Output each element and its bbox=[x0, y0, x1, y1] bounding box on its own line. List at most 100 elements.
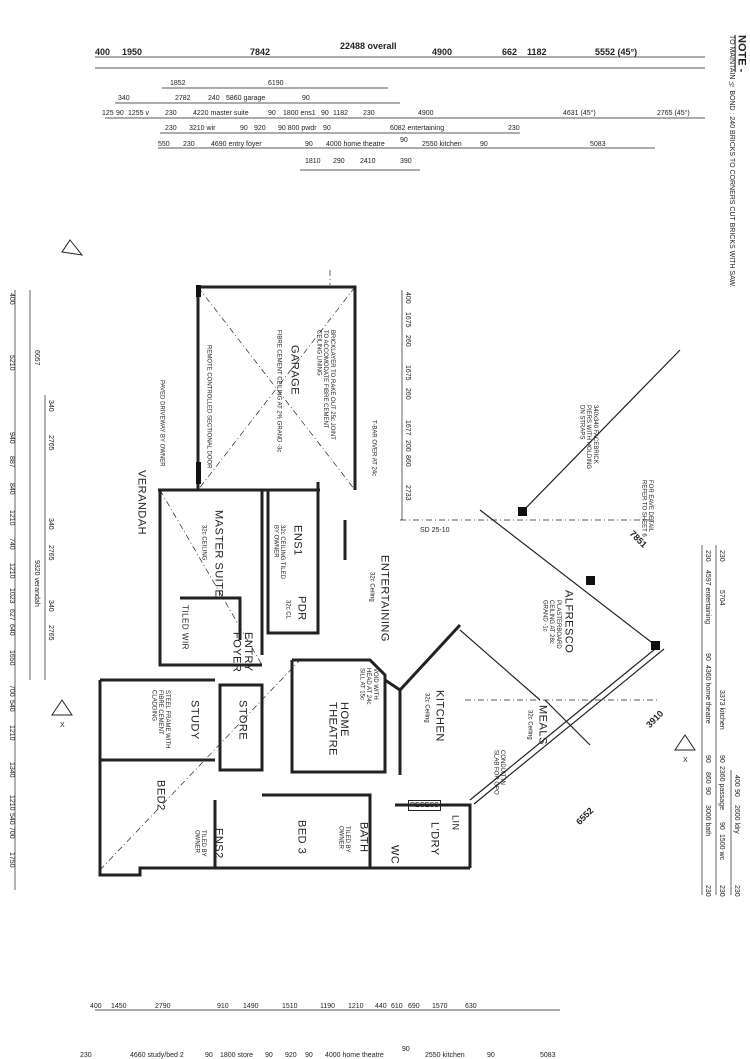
room-garage-note: FIBRE CEMENT CEILING AT 2% GRAND -3c bbox=[275, 330, 282, 453]
dimension-label: 230 bbox=[363, 110, 375, 117]
dimension-label: 290 bbox=[333, 158, 345, 165]
dimension-label: 400 bbox=[733, 775, 740, 787]
dimension-label: 90 bbox=[302, 95, 310, 102]
dimension-label: 3000 bath bbox=[704, 805, 711, 837]
dimension-label: 90 bbox=[116, 110, 124, 117]
dimension-label: 230 bbox=[718, 885, 725, 897]
note-title: NOTE - bbox=[735, 35, 748, 73]
pier bbox=[196, 285, 201, 297]
dimension-label: 1677 bbox=[404, 420, 411, 436]
dimension-label: 4690 entry foyer bbox=[211, 141, 262, 148]
dimension-label: 1255 v bbox=[128, 110, 150, 117]
dimension-label: 90 bbox=[305, 1052, 313, 1059]
room-meals-note: 32c Ceiling bbox=[526, 710, 533, 740]
section-markers bbox=[51, 239, 696, 751]
pier bbox=[518, 507, 527, 516]
dimension-label: 2360 passage bbox=[718, 766, 725, 810]
dimension-label: 910 bbox=[217, 1003, 229, 1010]
piers bbox=[196, 285, 660, 650]
dimension-label: 90 800 pwdr bbox=[278, 125, 317, 132]
room-pdr: PDR bbox=[295, 596, 308, 621]
dimension-label: 540 bbox=[8, 700, 15, 712]
room-master-suite: MASTER SUITE bbox=[212, 510, 225, 598]
dimension-label: 1210 bbox=[8, 795, 15, 811]
dimension-label: 1210 bbox=[348, 1003, 364, 1010]
eave-detail-note: FOR EAVE DETAIL REFER TO SHEET 6 bbox=[640, 480, 654, 537]
dimension-label: 390 bbox=[400, 158, 412, 165]
dimension-label: 1210 bbox=[8, 563, 15, 579]
dimension-label: 5210 bbox=[8, 355, 15, 371]
dimension-label: 700 bbox=[8, 827, 15, 839]
dimension-label: 1650 bbox=[8, 650, 15, 666]
dimension-label: 1490 bbox=[243, 1003, 259, 1010]
sliding-door-note: SD 25-10 bbox=[420, 527, 450, 534]
north-arrow-icon bbox=[61, 239, 84, 256]
dimension-label: 1023 bbox=[8, 588, 15, 604]
dimension-label: 90 bbox=[265, 1052, 273, 1059]
room-kitchen: KITCHEN bbox=[433, 690, 446, 742]
steel-frame-note: STEEL FRAME WITH FIBRE CEMENT CLADDING bbox=[150, 690, 170, 749]
dimension-label: 2765 bbox=[47, 545, 54, 561]
room-bath-note: TILED BY OWNER bbox=[337, 826, 351, 853]
dimension-label: 2765 (45°) bbox=[657, 110, 690, 117]
dimension-label: 230 bbox=[80, 1052, 92, 1059]
dimension-label: 940 bbox=[8, 432, 15, 444]
dimension-label: 340 bbox=[47, 518, 54, 530]
note-text: TO MAINTAIN ½ BOND : 240 BRICKS TO CORNE… bbox=[728, 35, 735, 288]
dimension-label: 4220 master suite bbox=[193, 110, 249, 117]
dimension-label: 920 bbox=[285, 1052, 297, 1059]
dimension-label: 90 bbox=[400, 137, 408, 144]
dimension-label: 90 bbox=[321, 110, 329, 117]
room-ens2-note: TILED BY OWNER bbox=[193, 830, 207, 857]
pier bbox=[196, 462, 201, 484]
dimension-label: 90 bbox=[205, 1052, 213, 1059]
dimension-label: 4660 study/bed 2 bbox=[130, 1052, 184, 1059]
room-bed3: BED 3 bbox=[295, 820, 308, 855]
dimension-label: 5083 bbox=[540, 1052, 556, 1059]
recess-label: RECESS bbox=[408, 800, 441, 811]
top-dimension-lines bbox=[14, 56, 732, 1011]
dimension-label: 1950 bbox=[122, 47, 143, 57]
dimension-label: 230 bbox=[704, 885, 711, 897]
dimension-label: 90 bbox=[718, 822, 725, 830]
bricklayer-note: BRICKLAYER TO RAKE OUT 25c JOINT TO ACCO… bbox=[315, 330, 335, 440]
dimension-label: 9320 verandah bbox=[33, 560, 40, 607]
room-store: STORE bbox=[236, 700, 249, 741]
dimension-label: 230 bbox=[165, 110, 177, 117]
dimension-label: 90 bbox=[240, 125, 248, 132]
room-ens1: ENS1 bbox=[291, 525, 304, 556]
room-home-theatre: HOME THEATRE bbox=[326, 702, 351, 757]
pier bbox=[586, 576, 595, 585]
section-marker-label: X bbox=[683, 757, 688, 764]
garage-door-note: REMOTE CONTROLLED SECTIONAL DOOR bbox=[205, 345, 212, 469]
dimension-label: 2782 bbox=[175, 95, 191, 102]
dimension-label: 90 bbox=[305, 141, 313, 148]
section-marker-icon bbox=[674, 734, 696, 751]
dimension-label: 125 bbox=[102, 110, 114, 117]
dimension-label: 230 bbox=[733, 885, 740, 897]
overall-dimension: 22488 overall bbox=[340, 41, 397, 51]
dimension-label: 4900 bbox=[432, 47, 453, 57]
dimension-label: 90 bbox=[704, 653, 711, 661]
dimension-label: 1750 bbox=[8, 852, 15, 868]
dimension-label: 4597 entertaining bbox=[704, 570, 711, 625]
dimension-label: 860 bbox=[704, 772, 711, 784]
dimension-label: 230 bbox=[704, 550, 711, 562]
dimension-label: 400 bbox=[8, 293, 15, 305]
dimension-label: 630 bbox=[465, 1003, 477, 1010]
room-meals: MEALS bbox=[536, 705, 549, 745]
dimension-label: 4000 home theatre bbox=[326, 141, 385, 148]
dimension-label: 340 bbox=[118, 95, 130, 102]
dimension-label: 4900 bbox=[418, 110, 434, 117]
dimension-label: 1182 bbox=[333, 110, 349, 117]
room-entry-foyer: ENTRY FOYER bbox=[230, 632, 255, 673]
dimension-label: 400 bbox=[95, 47, 111, 57]
room-kitchen-note: 32c Ceiling bbox=[423, 693, 430, 723]
room-entertaining: ENTERTAINING bbox=[378, 555, 391, 642]
dimension-label: 90 bbox=[704, 787, 711, 795]
room-bed2: BED2 bbox=[154, 780, 167, 811]
dimension-label: 740 bbox=[8, 538, 15, 550]
driveway-note: PAVED DRIVEWAY BY OWNER bbox=[158, 380, 165, 467]
pier bbox=[651, 641, 660, 650]
